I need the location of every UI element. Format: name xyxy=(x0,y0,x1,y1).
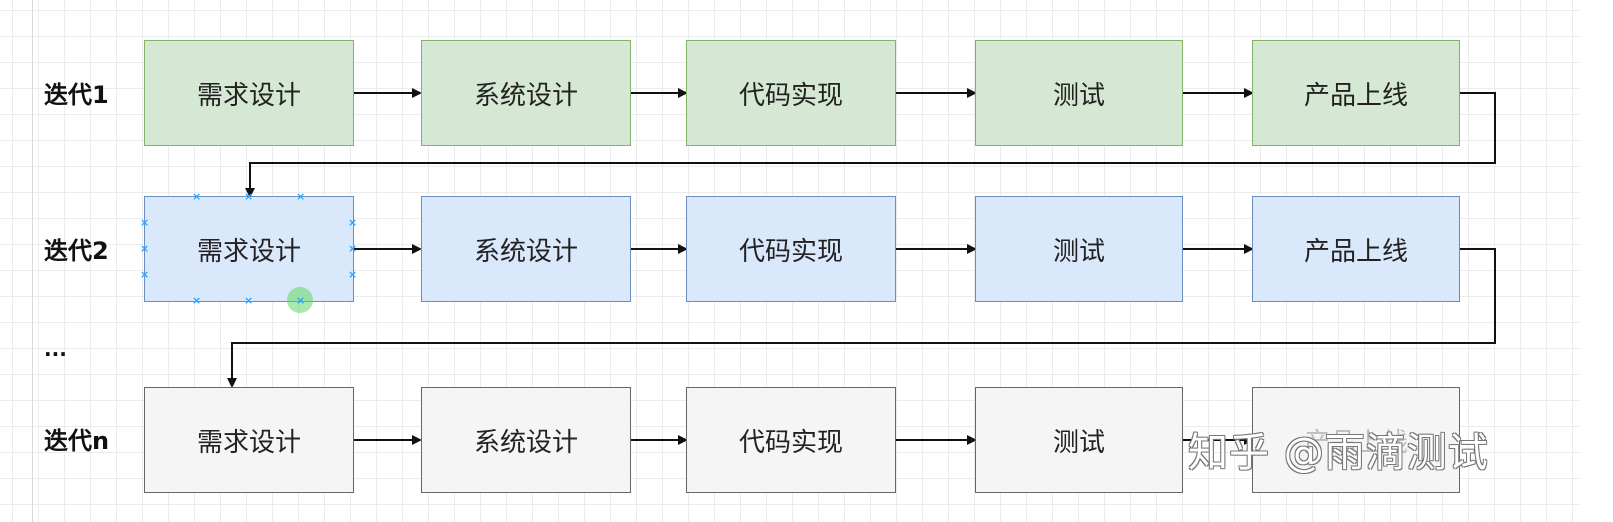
r1-step-requirements[interactable]: 需求设计 xyxy=(144,40,354,146)
rn-step-testing[interactable]: 测试 xyxy=(975,387,1183,493)
selection-handle-left-1[interactable]: × xyxy=(140,216,150,229)
selection-handle-top-2[interactable]: × xyxy=(244,190,254,203)
rn-step-release[interactable]: 产品上线 xyxy=(1252,387,1460,493)
row-label-iteration-1: 迭代1 xyxy=(44,81,109,109)
arrow-r2-to-rn xyxy=(227,248,1496,388)
selection-handle-right-2[interactable]: × xyxy=(348,242,358,255)
row-ellipsis: ... xyxy=(44,337,67,361)
selection-handle-right-1[interactable]: × xyxy=(348,216,358,229)
row-label-iteration-2: 迭代2 xyxy=(44,237,109,265)
rn-step-requirements[interactable]: 需求设计 xyxy=(144,387,354,493)
row-label-iteration-n: 迭代n xyxy=(44,427,110,455)
connection-hover-point[interactable] xyxy=(287,287,313,313)
r2-step-requirements[interactable]: 需求设计 xyxy=(144,196,354,302)
r1-step-system-design[interactable]: 系统设计 xyxy=(421,40,631,146)
rn-step-system-design[interactable]: 系统设计 xyxy=(421,387,631,493)
rn-step-implementation[interactable]: 代码实现 xyxy=(686,387,896,493)
r1-step-release[interactable]: 产品上线 xyxy=(1252,40,1460,146)
selection-handle-left-2[interactable]: × xyxy=(140,242,150,255)
canvas-right-margin xyxy=(1580,0,1613,522)
selection-handle-bottom-1[interactable]: × xyxy=(192,294,202,307)
canvas-left-border xyxy=(32,0,33,522)
r2-step-testing[interactable]: 测试 xyxy=(975,196,1183,302)
selection-handle-bottom-2[interactable]: × xyxy=(244,294,254,307)
selection-handle-bottom-3[interactable]: × xyxy=(296,294,306,307)
selection-handle-top-1[interactable]: × xyxy=(192,190,202,203)
r2-step-system-design[interactable]: 系统设计 xyxy=(421,196,631,302)
r1-step-implementation[interactable]: 代码实现 xyxy=(686,40,896,146)
selection-handle-left-3[interactable]: × xyxy=(140,268,150,281)
r2-step-release[interactable]: 产品上线 xyxy=(1252,196,1460,302)
arrow-r1-to-r2 xyxy=(245,92,1496,198)
selection-handle-top-3[interactable]: × xyxy=(296,190,306,203)
r1-step-testing[interactable]: 测试 xyxy=(975,40,1183,146)
r2-step-implementation[interactable]: 代码实现 xyxy=(686,196,896,302)
selection-handle-right-3[interactable]: × xyxy=(348,268,358,281)
watermark: 知乎 @雨滴测试 xyxy=(1188,430,1489,476)
